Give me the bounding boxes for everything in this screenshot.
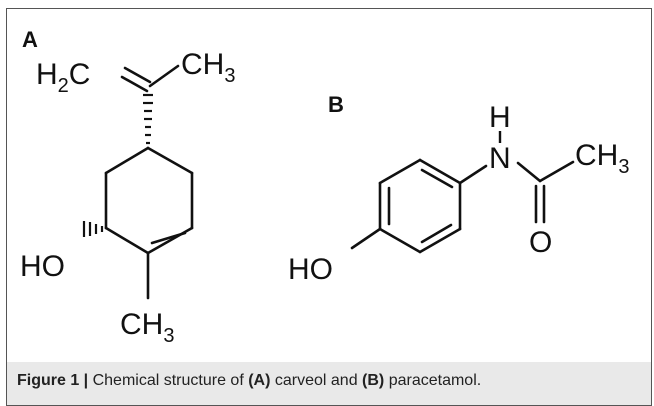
ch3-bottom-label: CH3 [120, 308, 174, 347]
ring-bond [146, 146, 194, 175]
caption-ref-b: (B) [362, 372, 385, 389]
amide-h-label: H [489, 101, 511, 134]
paracetamol-structure [350, 158, 575, 254]
ring-bond [418, 158, 462, 185]
ring-bond [418, 227, 462, 254]
chemical-structures: A H2C CH3 HO CH3 [20, 27, 629, 347]
ch3-acetyl-label: CH3 [575, 139, 629, 178]
ring-double-bond-inner [420, 168, 454, 189]
caption-text: Chemical structure of [88, 372, 249, 389]
methyl-bond [538, 160, 575, 183]
caption-ref-a: (A) [248, 372, 271, 389]
panel-label-a: A [22, 27, 38, 52]
h2c-label: H2C [36, 58, 90, 97]
caption-text: carveol and [270, 372, 363, 389]
ring-double-bond-inner [420, 223, 453, 244]
hashed-wedge-bond [143, 93, 153, 145]
aryl-n-bond [458, 164, 488, 185]
ring-double-bond-inner [150, 231, 187, 245]
carveol-structure [104, 64, 194, 300]
ring-bond [378, 158, 422, 185]
aryl-o-bond [350, 227, 382, 250]
alkene-double-bond [120, 75, 149, 93]
structure-panel [6, 8, 652, 362]
ring-bond [378, 227, 422, 254]
n-c-bond [516, 161, 542, 183]
alkene-bond [123, 66, 152, 84]
figure-label: Figure 1 | [17, 372, 89, 389]
hydroxyl-label-a: HO [20, 250, 65, 283]
hashed-wedge-bond [82, 221, 104, 237]
hydroxyl-label-b: HO [288, 253, 333, 286]
figure-caption: Figure 1 | Chemical structure of (A) car… [6, 362, 652, 406]
carbonyl-o-label: O [529, 226, 552, 259]
panel-label-b: B [328, 92, 344, 117]
ring-bond [104, 146, 150, 175]
ring-bond [146, 226, 194, 255]
methyl-bond [148, 64, 180, 88]
ch3-top-label: CH3 [181, 48, 235, 87]
ring-bond [104, 226, 150, 255]
amide-n-label: N [489, 142, 511, 175]
caption-text: paracetamol. [384, 372, 482, 389]
